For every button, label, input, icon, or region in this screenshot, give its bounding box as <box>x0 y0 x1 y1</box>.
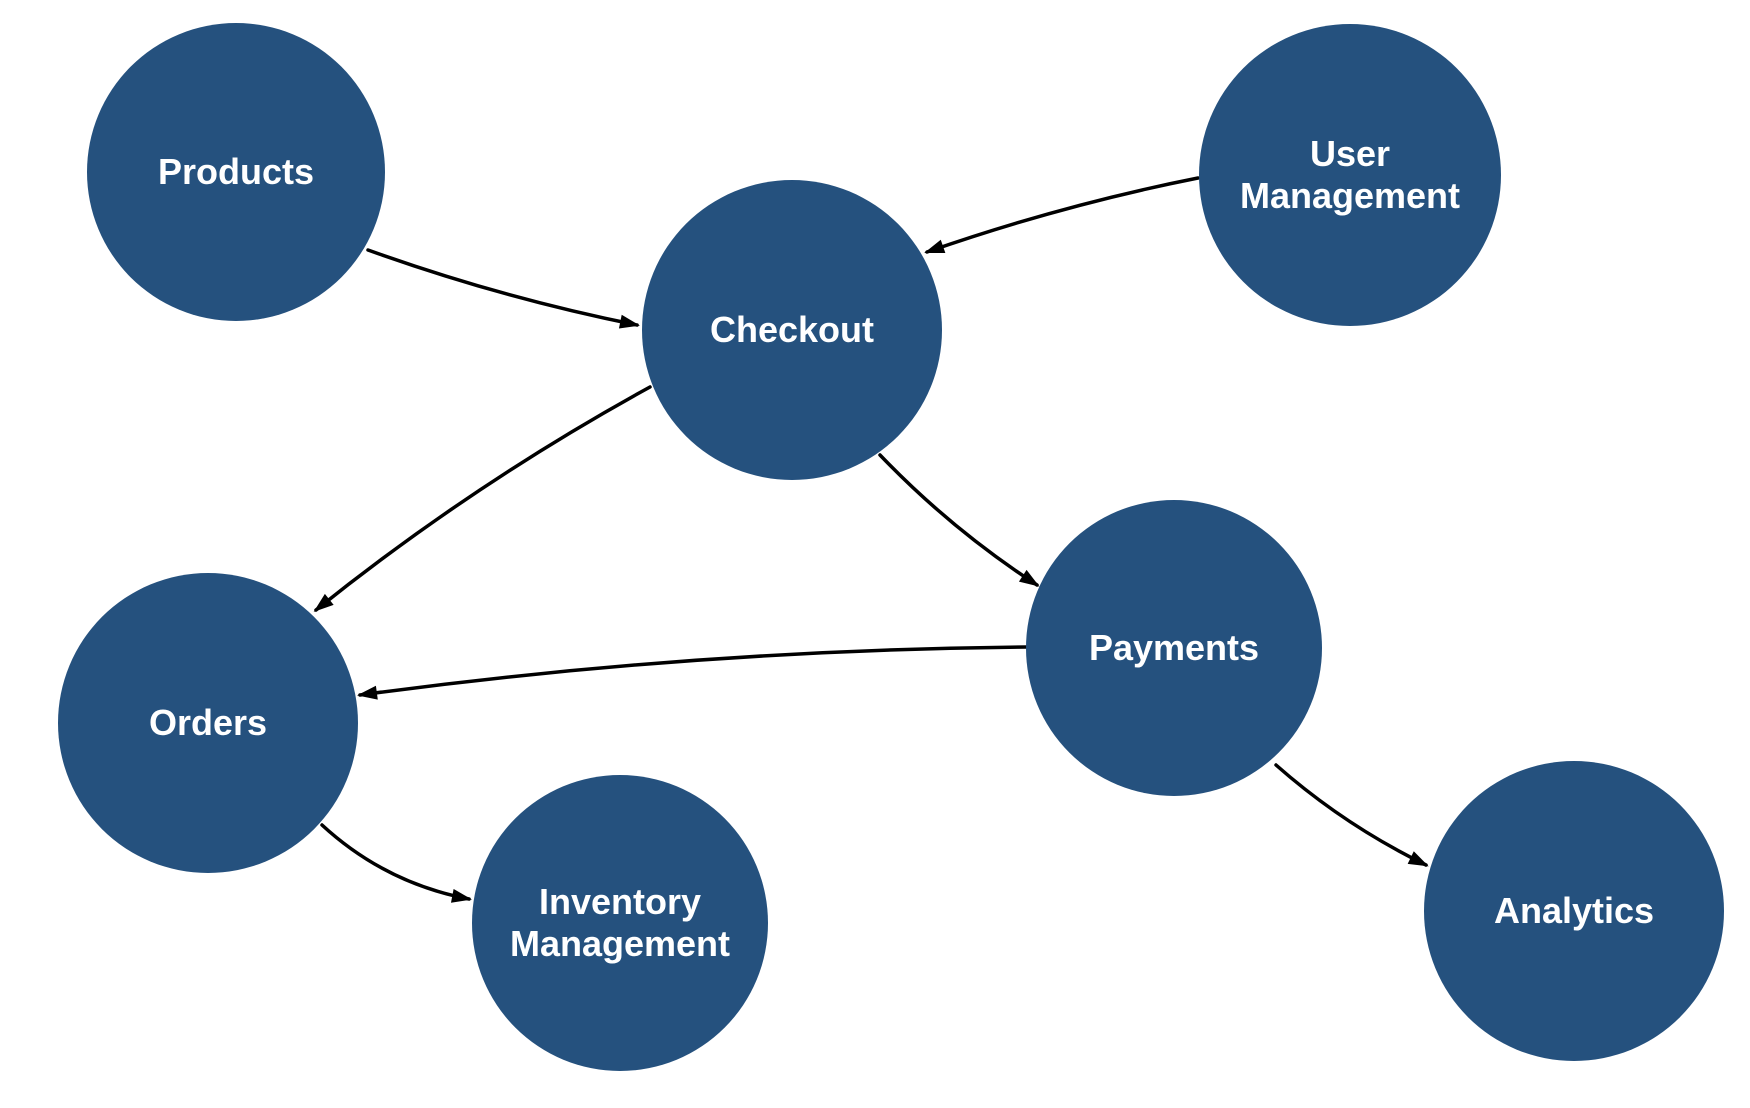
node-analytics[interactable]: Analytics <box>1424 761 1724 1061</box>
edge-checkout-payments <box>878 453 1040 587</box>
node-inventory-management-label: Inventory Management <box>509 881 731 964</box>
node-orders-label: Orders <box>148 702 268 744</box>
node-user-management-label: User Management <box>1239 133 1461 216</box>
node-checkout-label: Checkout <box>709 309 875 351</box>
edge-checkout-orders <box>313 385 652 612</box>
node-payments-label: Payments <box>1088 627 1260 669</box>
edge-products-checkout <box>366 248 640 329</box>
edge-user-management-checkout <box>924 176 1200 254</box>
edge-payments-analytics <box>1274 763 1429 867</box>
edge-orders-inventory-management <box>320 823 472 903</box>
node-user-management[interactable]: User Management <box>1199 24 1501 326</box>
node-products-label: Products <box>157 151 315 193</box>
edge-payments-orders <box>357 645 1029 700</box>
node-inventory-management[interactable]: Inventory Management <box>472 775 768 1071</box>
node-checkout[interactable]: Checkout <box>642 180 942 480</box>
node-payments[interactable]: Payments <box>1026 500 1322 796</box>
node-products[interactable]: Products <box>87 23 385 321</box>
node-orders[interactable]: Orders <box>58 573 358 873</box>
node-analytics-label: Analytics <box>1493 890 1655 932</box>
